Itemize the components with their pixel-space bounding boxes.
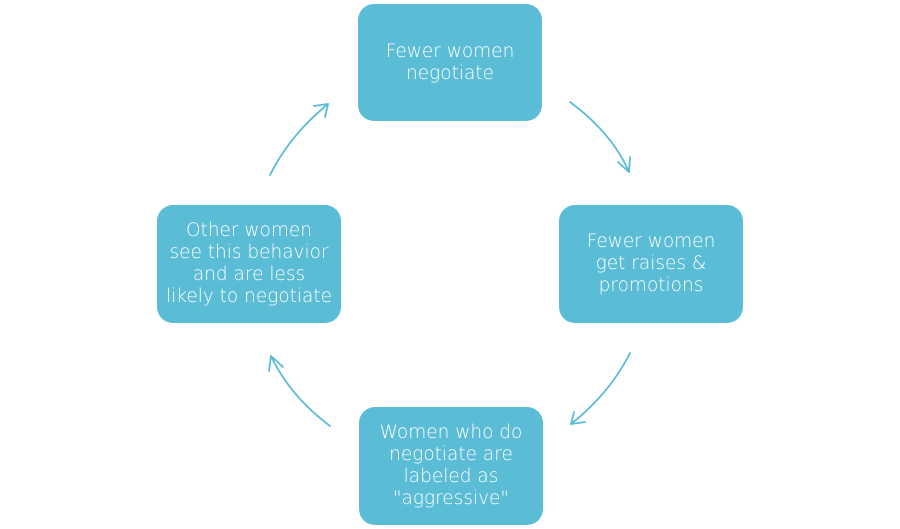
arrow-left-to-top — [269, 103, 329, 176]
arrow-right-to-bottom — [570, 352, 631, 425]
arrow-top-to-right — [569, 101, 631, 173]
arrow-bottom-to-left — [268, 355, 331, 427]
